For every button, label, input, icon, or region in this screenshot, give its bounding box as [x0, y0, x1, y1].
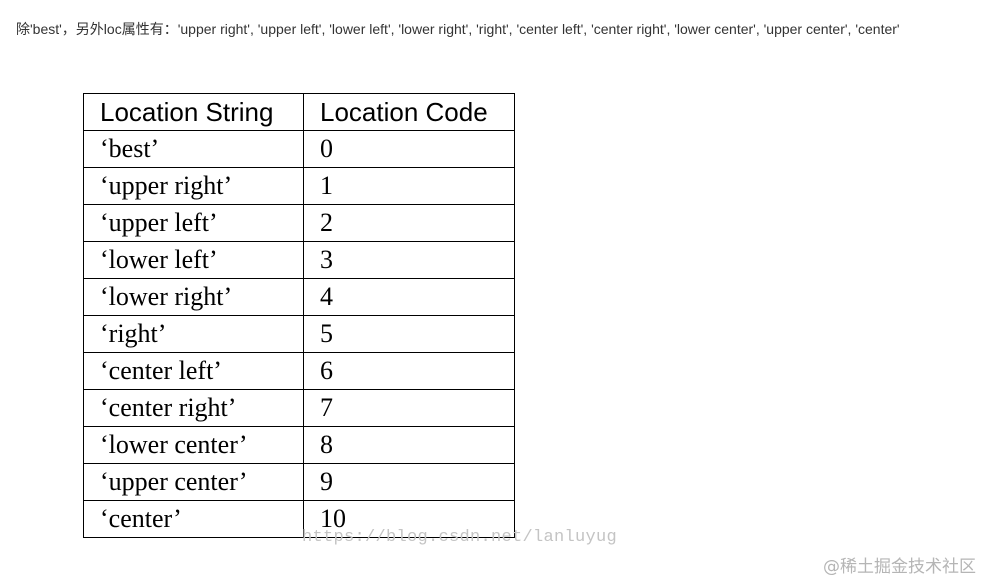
location-code-cell: 5: [303, 315, 515, 353]
table-row: ‘lower center’ 8: [83, 426, 515, 464]
location-string-cell: ‘upper left’: [83, 204, 304, 242]
site-watermark: @稀土掘金技术社区: [823, 557, 976, 577]
location-string-cell: ‘center’: [83, 500, 304, 538]
intro-paragraph: 除'best'，另外loc属性有：'upper right', 'upper l…: [16, 21, 900, 37]
location-string-cell: ‘center right’: [83, 389, 304, 427]
location-code-cell: 9: [303, 463, 515, 501]
location-string-cell: ‘right’: [83, 315, 304, 353]
location-code-cell: 2: [303, 204, 515, 242]
location-code-cell: 7: [303, 389, 515, 427]
table-header-row: Location String Location Code: [83, 93, 515, 131]
table-row: ‘upper center’ 9: [83, 463, 515, 501]
location-code-cell: 1: [303, 167, 515, 205]
location-code-cell: 10: [303, 500, 515, 538]
location-string-cell: ‘lower right’: [83, 278, 304, 316]
location-code-cell: 0: [303, 130, 515, 168]
location-string-cell: ‘lower left’: [83, 241, 304, 279]
table-row: ‘upper left’ 2: [83, 204, 515, 242]
location-code-cell: 8: [303, 426, 515, 464]
location-string-cell: ‘upper right’: [83, 167, 304, 205]
location-string-cell: ‘center left’: [83, 352, 304, 390]
table-row: ‘center right’ 7: [83, 389, 515, 427]
table-row: ‘lower left’ 3: [83, 241, 515, 279]
location-string-cell: ‘best’: [83, 130, 304, 168]
table-row: ‘center’ 10: [83, 500, 515, 538]
url-watermark: https://blog.csdn.net/lanluyug: [302, 528, 618, 547]
location-code-cell: 3: [303, 241, 515, 279]
location-string-cell: ‘lower center’: [83, 426, 304, 464]
header-location-code: Location Code: [303, 93, 515, 131]
location-string-cell: ‘upper center’: [83, 463, 304, 501]
table-row: ‘lower right’ 4: [83, 278, 515, 316]
location-code-cell: 6: [303, 352, 515, 390]
location-code-cell: 4: [303, 278, 515, 316]
table-row: ‘best’ 0: [83, 130, 515, 168]
table-row: ‘upper right’ 1: [83, 167, 515, 205]
table-row: ‘center left’ 6: [83, 352, 515, 390]
location-table: Location String Location Code ‘best’ 0 ‘…: [83, 93, 515, 538]
header-location-string: Location String: [83, 93, 304, 131]
table-row: ‘right’ 5: [83, 315, 515, 353]
